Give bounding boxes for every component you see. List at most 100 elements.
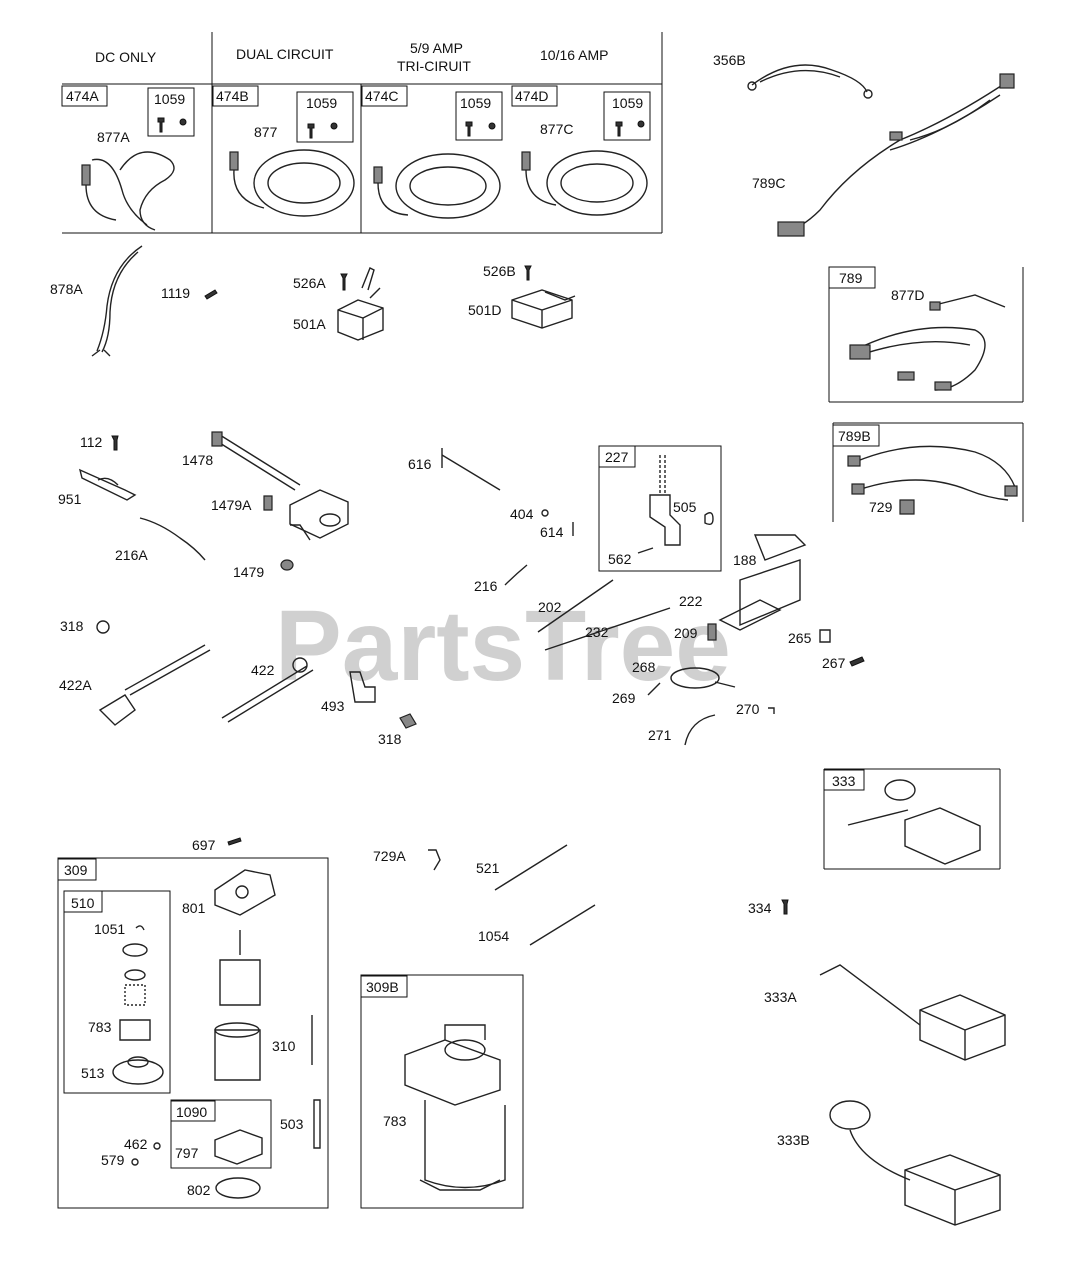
- tie-1054-icon: [529, 904, 596, 946]
- part-label-526B: 526B: [483, 263, 516, 279]
- header-dual-circuit: DUAL CIRCUIT: [236, 46, 334, 62]
- box-label-474A: 474A: [66, 88, 99, 104]
- part-label-268: 268: [632, 659, 656, 675]
- part-label-503: 503: [280, 1116, 304, 1132]
- wire-356B-icon: [747, 64, 873, 99]
- part-label-521: 521: [476, 860, 500, 876]
- clip-318-b-icon: [399, 713, 417, 729]
- part-label-216A: 216A: [115, 547, 148, 563]
- part-label-729: 729: [869, 499, 893, 515]
- box-label-1059-c: 1059: [460, 95, 491, 111]
- box-label-474C: 474C: [365, 88, 398, 104]
- part-label-877C: 877C: [540, 121, 573, 137]
- part-label-404: 404: [510, 506, 534, 522]
- regulator-501D-icon: [511, 265, 576, 329]
- screw-267-icon: [849, 656, 865, 667]
- box-309B: 309B 783: [360, 974, 524, 1209]
- part-label-462: 462: [124, 1136, 148, 1152]
- part-label-1478: 1478: [182, 452, 213, 468]
- screw-icon: [157, 117, 645, 139]
- stator-474D-icon: [521, 150, 648, 216]
- box-789: 789 877D: [828, 266, 1024, 403]
- part-label-356B: 356B: [713, 52, 746, 68]
- box-label-1059-b: 1059: [306, 95, 337, 111]
- part-label-265: 265: [788, 630, 812, 646]
- stator-474B-icon: [229, 149, 355, 217]
- clip-318-a-icon: [96, 620, 110, 634]
- part-label-501D: 501D: [468, 302, 501, 318]
- part-label-493: 493: [321, 698, 345, 714]
- header-dc-only: DC ONLY: [95, 49, 157, 65]
- starter-motor-icon: [404, 1024, 506, 1191]
- solenoid-1478-icon: [211, 431, 349, 541]
- box-label-474B: 474B: [216, 88, 249, 104]
- bracket-493-icon: [349, 671, 376, 703]
- stator-table: DC ONLY DUAL CIRCUIT 5/9 AMP TRI-CIRUIT …: [61, 32, 663, 234]
- part-label-783-a: 783: [88, 1019, 112, 1035]
- ignition-333A-icon: [819, 964, 1006, 1061]
- rod-202-icon: [537, 579, 614, 633]
- part-label-318-a: 318: [60, 618, 84, 634]
- clip-729A-icon: [428, 849, 441, 871]
- clip-404-icon: [541, 509, 549, 517]
- nut-1479-icon: [280, 559, 294, 571]
- stator-474C-icon: [373, 153, 501, 219]
- screw-112-icon: [111, 435, 119, 451]
- regulator-501A-icon: [337, 267, 384, 341]
- part-label-951: 951: [58, 491, 82, 507]
- clip-1119-icon: [204, 289, 218, 300]
- box-label-789B: 789B: [838, 428, 871, 444]
- part-label-1479: 1479: [233, 564, 264, 580]
- stator-474A-icon: [81, 151, 175, 231]
- box-label-333: 333: [832, 773, 856, 789]
- link-271-icon: [684, 714, 716, 746]
- part-label-562: 562: [608, 551, 632, 567]
- part-label-112: 112: [80, 434, 103, 450]
- part-label-310: 310: [272, 1038, 296, 1054]
- box-label-1059-a: 1059: [154, 91, 185, 107]
- box-309: 309 510 1051 783 513 801 310 503 462 579…: [57, 857, 329, 1209]
- part-label-729A: 729A: [373, 848, 406, 864]
- wire-878A-icon: [91, 245, 143, 357]
- bracket-188-icon: [707, 534, 807, 641]
- box-label-1059-d: 1059: [612, 95, 643, 111]
- part-label-209: 209: [674, 625, 698, 641]
- bracket-951-icon: [78, 468, 137, 501]
- part-label-1054: 1054: [478, 928, 509, 944]
- part-label-188: 188: [733, 552, 757, 568]
- part-label-422: 422: [251, 662, 275, 678]
- part-label-513: 513: [81, 1065, 105, 1081]
- screw-334-icon: [781, 899, 789, 915]
- spring-268-icon: [670, 667, 736, 689]
- box-label-309B: 309B: [366, 979, 399, 995]
- box-333: 333: [823, 768, 1001, 870]
- box-label-789: 789: [839, 270, 863, 286]
- spring-265-icon: [819, 629, 831, 643]
- box-789B: 789B 729: [832, 422, 1024, 522]
- part-label-878A: 878A: [50, 281, 83, 297]
- part-label-216: 216: [474, 578, 498, 594]
- clip-270-icon: [768, 707, 775, 714]
- part-label-797: 797: [175, 1145, 199, 1161]
- part-label-614: 614: [540, 524, 564, 540]
- rod-616-icon: [441, 448, 501, 491]
- box-label-474D: 474D: [515, 88, 548, 104]
- part-label-697: 697: [192, 837, 216, 853]
- part-label-271: 271: [648, 727, 672, 743]
- part-label-783-b: 783: [383, 1113, 407, 1129]
- part-label-616: 616: [408, 456, 432, 472]
- part-label-579: 579: [101, 1152, 125, 1168]
- part-label-267: 267: [822, 655, 846, 671]
- rod-521-icon: [494, 844, 568, 891]
- box-227: 227 505 562: [598, 445, 722, 572]
- part-label-877: 877: [254, 124, 278, 140]
- rod-232-icon: [544, 607, 671, 651]
- screw-697-icon: [227, 837, 242, 846]
- box-label-227: 227: [605, 449, 629, 465]
- box-label-309: 309: [64, 862, 88, 878]
- part-label-333B: 333B: [777, 1132, 810, 1148]
- part-label-789C: 789C: [752, 175, 785, 191]
- part-label-526A: 526A: [293, 275, 326, 291]
- spring-269-icon: [647, 682, 661, 696]
- part-label-877A: 877A: [97, 129, 130, 145]
